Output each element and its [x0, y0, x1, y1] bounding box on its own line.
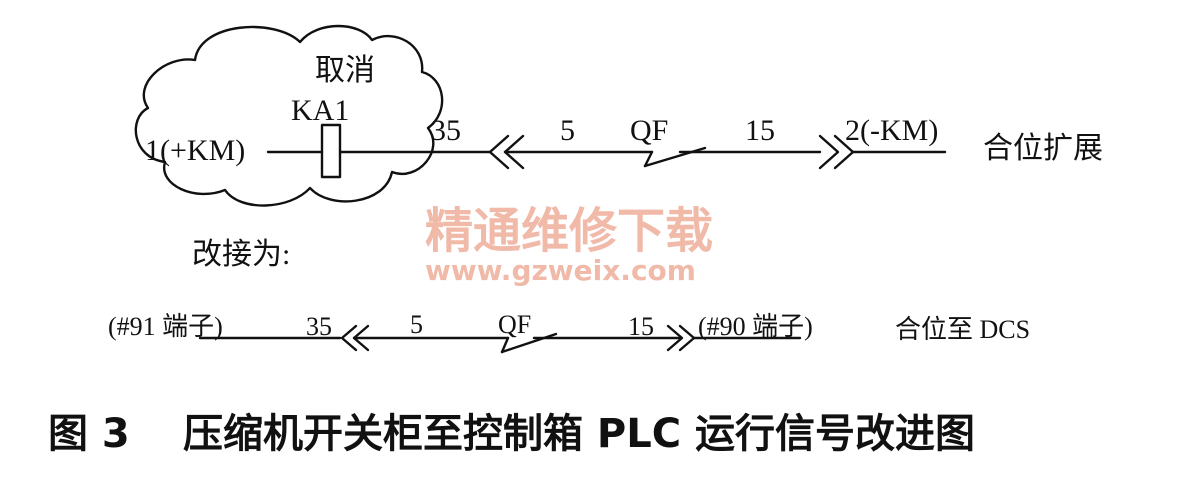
breaker-contact [500, 336, 510, 354]
top-circuit: 取消 KA1 1(+KM) 35 5 QF 15 2(-KM) 合位扩展 [134, 24, 1103, 207]
watermark-name: 精通维修下载 [425, 203, 713, 259]
change-label: 改接为: [192, 238, 290, 271]
cloud-label: 取消 [315, 54, 375, 87]
figure-caption: 图 3 压缩机开关柜至控制箱 PLC 运行信号改进图 [48, 411, 975, 457]
left-terminal-label: 1(+KM) [145, 134, 245, 167]
left-terminal-label: (#91 端子) [108, 312, 223, 341]
bottom-circuit: (#91 端子) 35 5 QF 15 (#90 端子) 合位至 DCS [108, 310, 1030, 354]
breaker-label: QF [498, 310, 531, 339]
wire-mid-number: 5 [560, 114, 575, 147]
wire-mid-number: 5 [410, 310, 423, 339]
wire-left-number: 35 [306, 312, 332, 341]
breaker-label: QF [630, 114, 668, 147]
breaker-contact [643, 150, 654, 168]
wire-right-number: 15 [628, 312, 654, 341]
figure-number: 图 3 [48, 411, 130, 457]
relay-coil [320, 123, 342, 179]
cloud-outline [134, 24, 444, 207]
figure-title: 压缩机开关柜至控制箱 PLC 运行信号改进图 [183, 411, 975, 457]
relay-label: KA1 [291, 94, 349, 127]
breaker-contact [643, 146, 707, 168]
watermark-url: www.gzweix.com [425, 254, 696, 287]
watermark: 精通维修下载 www.gzweix.com [425, 203, 713, 287]
right-terminal-label: (#90 端子) [698, 312, 813, 341]
right-terminal-label: 2(-KM) [845, 114, 938, 147]
wire-right-number: 15 [745, 114, 775, 147]
top-description: 合位扩展 [983, 132, 1103, 165]
wire-left-number: 35 [431, 114, 461, 147]
bottom-description: 合位至 DCS [895, 315, 1030, 344]
